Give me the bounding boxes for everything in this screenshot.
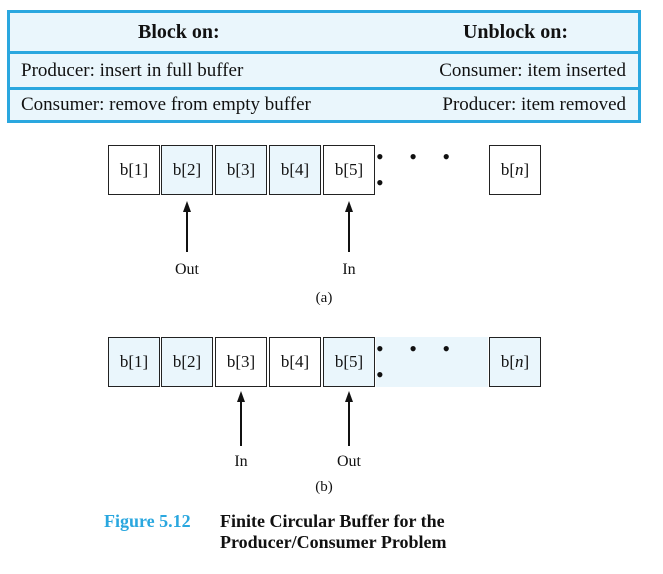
header-unblock-on: Unblock on: (462, 20, 568, 43)
buffer-diagram-b: b[1] b[2] b[3] b[4] b[5] • • • • b[n] (108, 336, 543, 389)
ellipsis-dots: • • • • (376, 144, 461, 195)
figure-title-line-1: Finite Circular Buffer for the (220, 511, 445, 531)
buffer-cell-1: b[1] (108, 145, 160, 195)
buffer-cell-n: b[n] (489, 337, 541, 387)
row1-block-text: Producer: insert in full buffer (21, 59, 244, 81)
table-header-row: Block on: Unblock on: (10, 13, 638, 54)
buffer-cell-5: b[5] (323, 337, 375, 387)
buffer-cell-2: b[2] (161, 145, 213, 195)
row2-unblock-text: Producer: item removed (442, 94, 626, 115)
pointer-label-in-a: In (342, 261, 356, 278)
ellipsis-dots: • • • • (376, 336, 488, 387)
pointer-label-out-a: Out (175, 261, 199, 278)
figure-caption: Figure 5.12 Finite Circular Buffer for t… (104, 511, 520, 553)
sub-caption-a: (a) (315, 290, 333, 306)
table-row: Consumer: remove from empty buffer Produ… (10, 90, 638, 120)
figure-title-line-2: Producer/Consumer Problem (220, 532, 447, 552)
buffer-cell-4: b[4] (269, 337, 321, 387)
row1-unblock-text: Consumer: item inserted (439, 59, 626, 81)
buffer-cell-2: b[2] (161, 337, 213, 387)
sub-caption-b: (b) (315, 479, 333, 495)
buffer-cell-5: b[5] (323, 145, 375, 195)
header-block-on: Block on: (138, 20, 220, 43)
figure-title: Finite Circular Buffer for the Producer/… (220, 511, 520, 553)
pointer-label-in-b: In (234, 453, 248, 470)
block-unblock-table: Block on: Unblock on: Producer: insert i… (7, 10, 641, 123)
buffer-cell-3: b[3] (215, 337, 267, 387)
row2-block-text: Consumer: remove from empty buffer (21, 94, 311, 115)
figure-number: Figure 5.12 (104, 511, 191, 531)
buffer-cell-4: b[4] (269, 145, 321, 195)
table-row: Producer: insert in full buffer Consumer… (10, 54, 638, 90)
pointer-label-out-b: Out (337, 453, 361, 470)
buffer-diagram-a: b[1] b[2] b[3] b[4] b[5] • • • • b[n] (108, 144, 543, 197)
buffer-cell-3: b[3] (215, 145, 267, 195)
buffer-cell-n: b[n] (489, 145, 541, 195)
buffer-cell-1: b[1] (108, 337, 160, 387)
